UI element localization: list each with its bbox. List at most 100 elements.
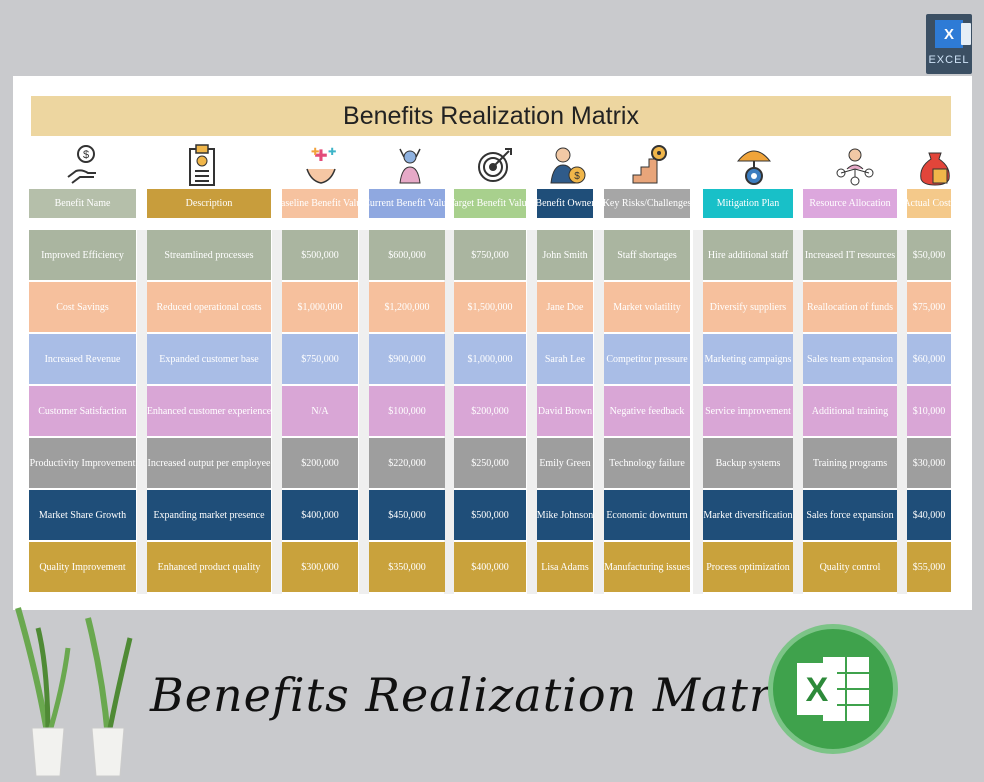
hdr-benefit-name: Benefit Name — [29, 189, 136, 218]
hdr-description: Description — [147, 189, 271, 218]
table-cell: Mike Johnson — [537, 490, 593, 540]
person-celebrate-icon — [388, 142, 432, 188]
table-cell: Reduced operational costs — [147, 282, 271, 332]
table-cell: Reallocation of funds — [803, 282, 897, 332]
table-cell: $200,000 — [454, 386, 526, 436]
stairs-gear-icon — [627, 142, 671, 188]
hdr-key-risks: Key Risks/Challenges — [604, 189, 690, 218]
table-cell: $220,000 — [369, 438, 445, 488]
table-cell: $50,000 — [907, 230, 951, 280]
table-cell: Productivity Improvement — [29, 438, 136, 488]
svg-text:X: X — [806, 671, 829, 709]
table-cell: $30,000 — [907, 438, 951, 488]
table-cell: Marketing campaigns — [703, 334, 793, 384]
table-cell: Backup systems — [703, 438, 793, 488]
table-cell: Additional training — [803, 386, 897, 436]
table-cell: $500,000 — [282, 230, 358, 280]
table-cell: $600,000 — [369, 230, 445, 280]
table-cell: $1,500,000 — [454, 282, 526, 332]
matrix-card: Benefits Realization Matrix $ ✚✚✚ $ — [13, 76, 972, 610]
table-cell: Training programs — [803, 438, 897, 488]
excel-logo-icon: X — [797, 657, 869, 721]
table-cell: Competitor pressure — [604, 334, 690, 384]
table-cell: Enhanced customer experience — [147, 386, 271, 436]
plant-decoration — [15, 607, 133, 777]
table-cell: $900,000 — [369, 334, 445, 384]
table-cell: $450,000 — [369, 490, 445, 540]
hdr-benefit-owner: Benefit Owner — [537, 189, 593, 218]
table-cell: Service improvement — [703, 386, 793, 436]
table-cell: $750,000 — [454, 230, 526, 280]
table-cell: $250,000 — [454, 438, 526, 488]
footer-title: Benefits Realization Matrix — [150, 668, 815, 722]
table-cell: $40,000 — [907, 490, 951, 540]
table-cell: $100,000 — [369, 386, 445, 436]
table-cell: $750,000 — [282, 334, 358, 384]
table-cell: John Smith — [537, 230, 593, 280]
table-cell: Market volatility — [604, 282, 690, 332]
table-cell: $200,000 — [282, 438, 358, 488]
svg-text:✚: ✚ — [311, 147, 319, 158]
excel-logo: X — [768, 624, 898, 754]
hdr-target-value: Target Benefit Value — [454, 189, 526, 218]
column-separator — [693, 230, 703, 594]
icons-row: $ ✚✚✚ $ — [13, 142, 972, 192]
table-cell: Market Share Growth — [29, 490, 136, 540]
table-cell: $400,000 — [454, 542, 526, 592]
table-cell: $500,000 — [454, 490, 526, 540]
table-cell: Sales team expansion — [803, 334, 897, 384]
target-arrow-icon — [473, 142, 517, 188]
table-cell: $400,000 — [282, 490, 358, 540]
money-hand-icon: $ — [62, 142, 106, 188]
table-cell: Streamlined processes — [147, 230, 271, 280]
column-separator — [359, 230, 369, 594]
person-network-icon — [833, 142, 877, 188]
table-cell: Improved Efficiency — [29, 230, 136, 280]
matrix-title: Benefits Realization Matrix — [31, 96, 951, 136]
excel-badge-label: EXCEL — [928, 54, 970, 66]
table-cell: $10,000 — [907, 386, 951, 436]
table-cell: Diversify suppliers — [703, 282, 793, 332]
table-cell: Expanded customer base — [147, 334, 271, 384]
table-cell: N/A — [282, 386, 358, 436]
column-separator — [594, 230, 604, 594]
table-cell: Emily Green — [537, 438, 593, 488]
umbrella-gear-icon — [732, 142, 776, 188]
table-cell: Increased Revenue — [29, 334, 136, 384]
hdr-actual-costs: Actual Costs — [907, 189, 951, 218]
table-cell: Sales force expansion — [803, 490, 897, 540]
column-separator — [272, 230, 282, 594]
column-separator — [444, 230, 454, 594]
clipboard-checklist-icon — [180, 142, 224, 188]
column-separator — [527, 230, 537, 594]
table-cell: Manufacturing issues — [604, 542, 690, 592]
table-cell: Sarah Lee — [537, 334, 593, 384]
money-bag-icon — [913, 142, 957, 188]
hands-sparkle-icon: ✚✚✚ — [299, 142, 343, 188]
table-cell: Process optimization — [703, 542, 793, 592]
table-cell: $350,000 — [369, 542, 445, 592]
hdr-resource-allocation: Resource Allocation — [803, 189, 897, 218]
table-cell: Quality Improvement — [29, 542, 136, 592]
excel-icon: X — [935, 20, 971, 48]
table-cell: Staff shortages — [604, 230, 690, 280]
column-separator — [793, 230, 803, 594]
table-cell: Negative feedback — [604, 386, 690, 436]
table-cell: Cost Savings — [29, 282, 136, 332]
svg-text:$: $ — [574, 171, 580, 182]
table-cell: Jane Doe — [537, 282, 593, 332]
hdr-current-value: Current Benefit Value — [369, 189, 445, 218]
table-cell: $60,000 — [907, 334, 951, 384]
table-cell: $75,000 — [907, 282, 951, 332]
table-cell: Technology failure — [604, 438, 690, 488]
table-cell: Increased IT resources — [803, 230, 897, 280]
table-cell: $55,000 — [907, 542, 951, 592]
hdr-mitigation-plan: Mitigation Plan — [703, 189, 793, 218]
table-cell: Economic downturn — [604, 490, 690, 540]
table-cell: Market diversification — [703, 490, 793, 540]
table-cell: Expanding market presence — [147, 490, 271, 540]
column-separator — [137, 230, 147, 594]
person-money-icon: $ — [545, 142, 589, 188]
table-cell: $1,200,000 — [369, 282, 445, 332]
table-cell: $300,000 — [282, 542, 358, 592]
